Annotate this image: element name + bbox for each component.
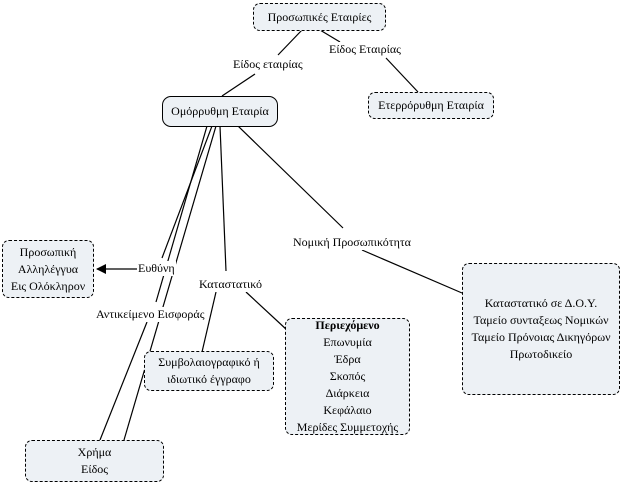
line-type-alt-label-to-ge [385,57,419,93]
node-limited-partnership-text: Ετερρόρυθμη Εταιρία [378,98,484,112]
node-contents: Περιεχόμενο Επωνυμία Έδρα Σκοπός Διάρκει… [285,318,410,435]
node-contents-item-6: Μερίδες Συμμετοχής [296,420,399,434]
node-document-line-1: Συμβολαιογραφικό ή [158,355,260,369]
line-oe-to-assets [123,125,217,441]
node-contents-item-3: Σκοπός [329,369,366,383]
node-registration-line-1: Καταστατικό σε Δ.Ο.Υ. [484,296,598,310]
node-document: Συμβολαιογραφικό ή ιδιωτικό έγγραφο [144,351,274,391]
label-liability: Ευθύνη [137,261,176,276]
node-registration-line-4: Πρωτοδικείο [509,347,573,361]
label-company-type-alt: Είδος Εταιρίας [328,42,402,57]
node-personal-companies-text: Προσωπικές Εταιρίες [267,9,372,24]
line-oe-to-statute-label [219,125,227,272]
node-contribution-types: Χρήμα Είδος [25,440,164,482]
line-type-label-to-oe [221,73,256,97]
node-registration-line-3: Ταμείο Πρόνοιας Δικηγόρων [471,330,611,344]
node-registration-line-2: Ταμείο συνταξεως Νομικών [473,313,609,327]
node-liability-line-3: Εις Ολόκληρον [10,278,86,293]
line-statute-label-to-document [201,291,217,353]
node-document-line-2: ιδιωτικό έγγραφο [167,372,251,386]
line-root-to-type-label [277,29,303,56]
node-general-partnership: Ομόρρυθμη Εταιρία [162,96,278,127]
node-contents-title: Περιεχόμενο [315,318,380,332]
label-statute: Καταστατικό [198,277,264,292]
label-contribution-object: Αντικείμενο Εισφοράς [95,307,206,322]
line-legal-label-to-registration [361,249,463,294]
node-contents-item-2: Έδρα [334,352,361,366]
line-oe-to-liability-label [161,125,213,259]
node-contents-item-4: Διάρκεια [325,386,370,400]
node-limited-partnership: Ετερρόρυθμη Εταιρία [368,92,494,119]
line-oe-to-legal-label [237,125,344,229]
label-legal-personality: Νομική Προσωπικότητα [292,235,412,250]
node-contents-item-5: Κεφάλαιο [323,403,372,417]
node-general-partnership-text: Ομόρρυθμη Εταιρία [171,104,269,118]
node-liability-line-2: Αλληλέγγυα [17,261,79,276]
node-liability-line-1: Προσωπική [19,244,77,259]
line-root-to-type-alt-label [319,29,341,43]
line-statute-label-to-contents [245,291,288,331]
node-contents-item-1: Επωνυμία [323,335,372,349]
node-registration: Καταστατικό σε Δ.Ο.Υ. Ταμείο συνταξεως Ν… [462,263,620,395]
node-liability: Προσωπική Αλληλέγγυα Εις Ολόκληρον [2,240,94,298]
node-personal-companies: Προσωπικές Εταιρίες [253,3,386,31]
label-company-type: Είδος εταιρίας [232,57,304,72]
node-contribution-types-line-1: Χρήμα [77,445,112,459]
node-contribution-types-line-2: Είδος [81,462,108,476]
line-contribution-label-to-assets [99,321,148,441]
